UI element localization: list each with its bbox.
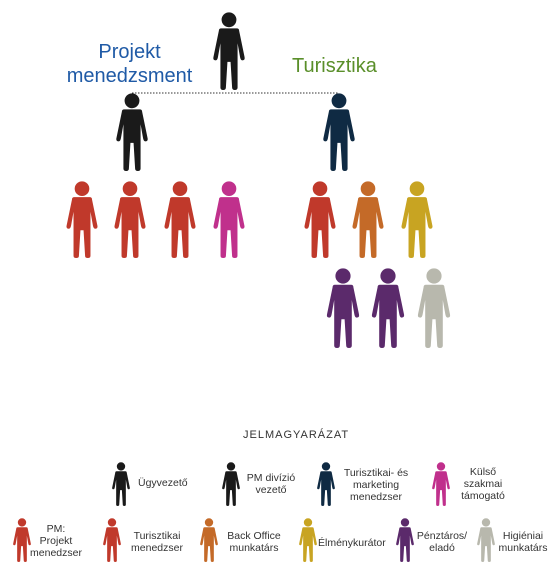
legend-label-tour-head-line1: Turisztikai- és [343, 467, 409, 479]
legend-label-hygiene-line2: munkatárs [498, 542, 548, 554]
legend-label-backoffice: Back Office munkatárs [222, 530, 286, 554]
legend-label-pm-line1: PM: [46, 523, 66, 535]
branch-title-projekt: Projekt menedzsment [62, 40, 197, 88]
legend-label-pm: PM: Projekt menedzser [28, 523, 84, 559]
legend-label-pm-head: PM divízió vezető [243, 472, 299, 496]
right-team-member-icon [352, 181, 384, 258]
legend-label-tour-head-line3: menedzser [350, 491, 402, 503]
legend-external-icon [432, 462, 450, 506]
legend-ceo-icon [112, 462, 130, 506]
legend-tour-worker-icon [103, 518, 121, 562]
legend-label-tour-head: Turisztikai- és marketing menedzser [338, 467, 414, 503]
legend-label-ceo: Ügyvezető [138, 477, 188, 489]
legend-label-tour-worker-line2: menedzser [131, 542, 183, 554]
right-team-member-icon [326, 268, 360, 348]
legend-label-pm-line3: menedzser [30, 547, 82, 559]
legend-label-external-line3: támogató [461, 490, 505, 502]
legend-label-tour-worker-line1: Turisztikai [133, 530, 181, 542]
pm-head-icon [116, 93, 148, 171]
right-team-member-icon [304, 181, 336, 258]
legend-experience-icon [299, 518, 317, 562]
legend-label-hygiene-line1: Higiéniai [502, 530, 544, 542]
legend-label-cashier-line2: eladó [429, 542, 455, 554]
legend-label-cashier: Pénztáros/ eladó [414, 530, 470, 554]
branch-title-projekt-line2: menedzsment [66, 65, 193, 87]
legend-label-hygiene: Higiéniai munkatárs [497, 530, 549, 554]
legend-tour-head-icon [317, 462, 335, 506]
tour-head-icon [323, 93, 355, 171]
legend-hygiene-icon [477, 518, 495, 562]
legend-pm-head-icon [222, 462, 240, 506]
legend-label-backoffice-line2: munkatárs [229, 542, 279, 554]
branch-title-projekt-line1: Projekt [98, 41, 161, 63]
legend-label-tour-head-line2: marketing [352, 479, 400, 491]
legend-label-pm-head-line2: vezető [255, 484, 287, 496]
branch-title-turisztika: Turisztika [292, 55, 377, 77]
ceo-icon [213, 12, 245, 91]
legend-label-pm-head-line1: PM divízió [246, 472, 296, 484]
legend-label-backoffice-line1: Back Office [227, 530, 281, 542]
left-team-member-icon [164, 181, 196, 258]
legend-label-external-line1: Külső [469, 466, 497, 478]
left-team-member-icon [66, 181, 98, 258]
legend-title: JELMAGYARÁZAT [243, 429, 350, 441]
legend-label-pm-line2: Projekt [39, 535, 73, 547]
right-team-member-icon [401, 181, 433, 258]
legend-label-external: Külső szakmai támogató [453, 466, 513, 502]
right-team-member-icon [417, 268, 451, 348]
legend-label-external-line2: szakmai [463, 478, 503, 490]
legend-pm-icon [13, 518, 31, 562]
left-team-member-icon [114, 181, 146, 258]
right-team-member-icon [371, 268, 405, 348]
left-team-member-icon [213, 181, 245, 258]
legend-label-experience: Élménykurátor [318, 537, 386, 549]
legend-label-tour-worker: Turisztikai menedzser [125, 530, 189, 554]
legend-label-cashier-line1: Pénztáros/ [416, 530, 468, 542]
legend-cashier-icon [396, 518, 414, 562]
legend-backoffice-icon [200, 518, 218, 562]
